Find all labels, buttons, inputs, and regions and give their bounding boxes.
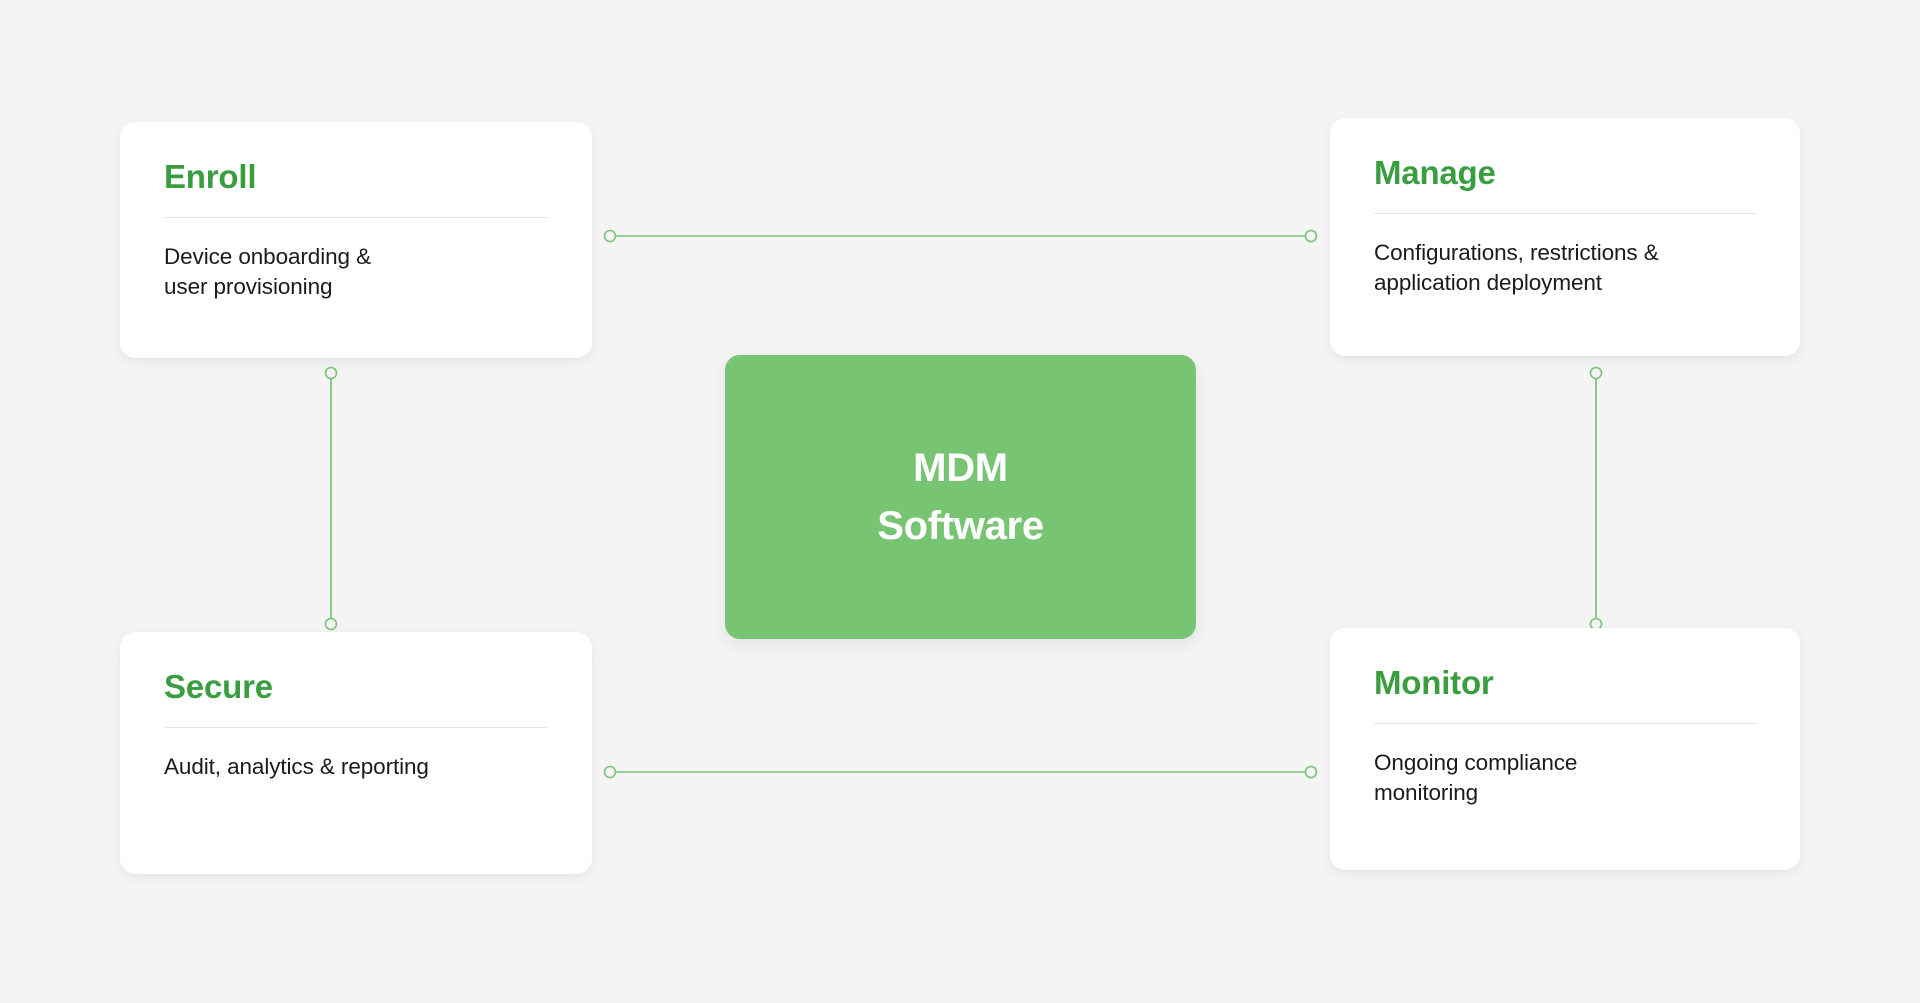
card-monitor[interactable]: Monitor Ongoing compliance monitoring: [1330, 628, 1800, 870]
center-hub-mdm-software[interactable]: MDM Software: [725, 355, 1196, 639]
card-monitor-divider: [1374, 722, 1756, 724]
hub-title-line-2: Software: [877, 504, 1044, 548]
connector-endpoint-circle: [1304, 765, 1318, 779]
connector-endpoint-circle: [603, 229, 617, 243]
connector-endpoint-circle: [1589, 366, 1603, 380]
card-manage-divider: [1374, 212, 1756, 214]
connector-endpoint-circle: [324, 366, 338, 380]
connector-secure-to-monitor: [603, 765, 1318, 779]
card-secure-title: Secure: [164, 668, 273, 705]
card-secure-divider: [164, 726, 548, 728]
connector-endpoint-circle: [603, 765, 617, 779]
card-monitor-description: Ongoing compliance monitoring: [1374, 749, 1578, 806]
card-enroll-description: Device onboarding & user provisioning: [164, 243, 371, 300]
card-manage[interactable]: Manage Configurations, restrictions & ap…: [1330, 118, 1800, 356]
connector-enroll-to-secure: [324, 366, 338, 631]
card-enroll-title: Enroll: [164, 158, 257, 195]
card-manage-description: Configurations, restrictions & applicati…: [1374, 239, 1659, 296]
card-manage-title: Manage: [1374, 154, 1496, 191]
card-monitor-title: Monitor: [1374, 664, 1494, 701]
connector-endpoint-circle: [324, 617, 338, 631]
card-secure[interactable]: Secure Audit, analytics & reporting: [120, 632, 592, 874]
hub-title-line-1: MDM: [913, 445, 1008, 490]
card-enroll-divider: [164, 216, 548, 218]
card-secure-description: Audit, analytics & reporting: [164, 753, 429, 779]
connector-manage-to-monitor: [1589, 366, 1603, 631]
connector-endpoint-circle: [1304, 229, 1318, 243]
connector-enroll-to-manage: [603, 229, 1318, 243]
card-enroll[interactable]: Enroll Device onboarding & user provisio…: [120, 122, 592, 358]
